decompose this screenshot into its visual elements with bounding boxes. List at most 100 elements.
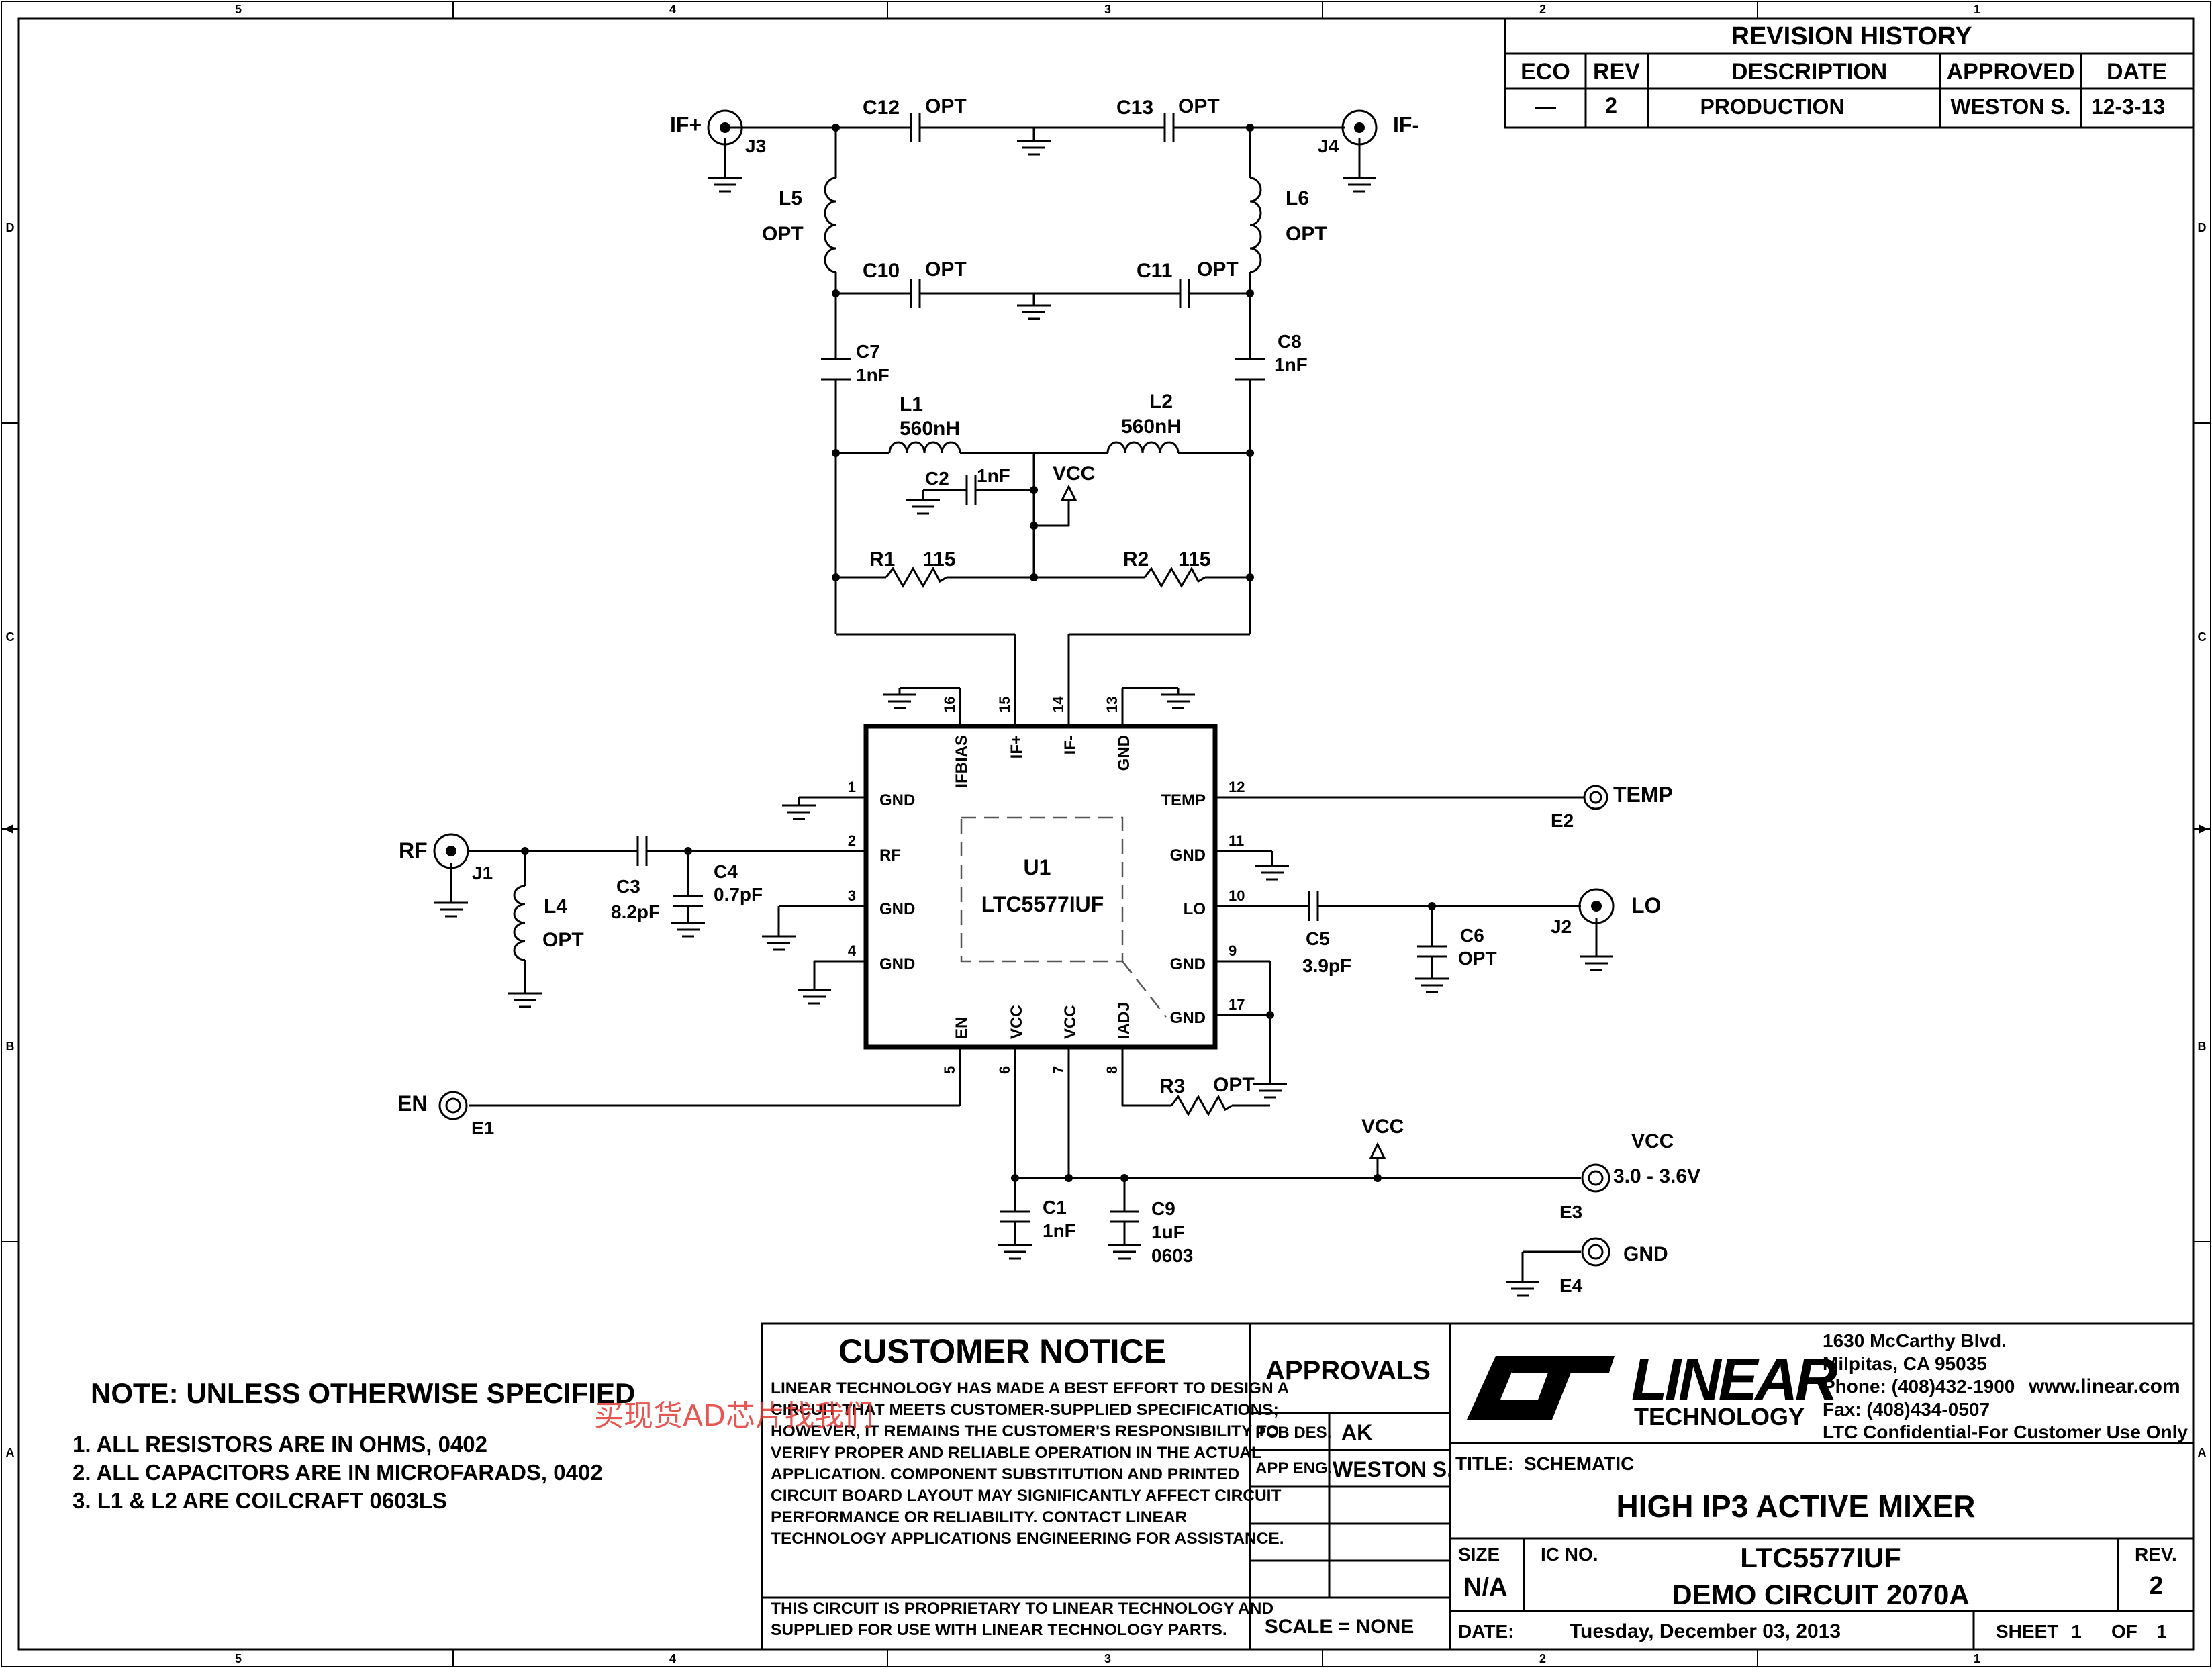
r3-value: OPT	[1213, 1074, 1255, 1096]
r1-value: 115	[923, 548, 955, 571]
frame-row-label: A	[2198, 1446, 2207, 1459]
e1-net-label: EN	[397, 1091, 427, 1116]
company-address-1: 1630 McCarthy Blvd.	[1823, 1330, 2007, 1351]
proprietary-line: THIS CIRCUIT IS PROPRIETARY TO LINEAR TE…	[771, 1600, 1273, 1618]
proprietary-line: SUPPLIED FOR USE WITH LINEAR TECHNOLOGY …	[771, 1621, 1227, 1639]
j1-ref: J1	[472, 863, 493, 883]
c9-package: 0603	[1151, 1245, 1193, 1266]
of-value: 1	[2156, 1621, 2167, 1642]
company-phone: Phone: (408)432-1900	[1823, 1376, 2015, 1397]
j3-ref: J3	[745, 136, 766, 156]
c7-value: 1nF	[856, 364, 889, 385]
j1-net-label: RF	[399, 838, 428, 863]
j4-ref: J4	[1318, 136, 1339, 156]
approvals-pcb-value: AK	[1341, 1420, 1372, 1444]
l2-value: 560nH	[1121, 415, 1182, 438]
title-value: SCHEMATIC	[1524, 1453, 1634, 1474]
approvals-pcb-label: PCB DES.	[1255, 1424, 1331, 1442]
pin-name: GND	[1170, 955, 1206, 973]
c13-ref: C13	[1116, 97, 1153, 119]
schematic-subtitle: HIGH IP3 ACTIVE MIXER	[1616, 1489, 1975, 1524]
frame-col-label: 2	[1539, 1652, 1546, 1665]
pin-number: 3	[848, 887, 856, 904]
c11-value: OPT	[1197, 258, 1239, 281]
frame-col-label: 4	[669, 3, 676, 16]
rev-header-date: DATE	[2107, 59, 2167, 85]
notes-block: NOTE: UNLESS OTHERWISE SPECIFIED 1. ALL …	[73, 1377, 635, 1513]
pin-name: GND	[879, 955, 915, 973]
rev-cell-description: PRODUCTION	[1700, 95, 1844, 119]
c13-value: OPT	[1178, 95, 1220, 117]
rev-header-approved: APPROVED	[1947, 59, 2075, 85]
frame-row-label: C	[2198, 630, 2207, 644]
logo-subtitle: TECHNOLOGY	[1634, 1403, 1805, 1430]
pin-number: 16	[941, 697, 958, 713]
frame-col-label: 3	[1104, 3, 1111, 16]
c2-value: 1nF	[977, 465, 1010, 486]
note-item: 3. L1 & L2 ARE COILCRAFT 0603LS	[73, 1488, 447, 1513]
vcc-label-upper: VCC	[1053, 462, 1095, 485]
pin-number: 14	[1050, 696, 1067, 713]
circuit-wires	[450, 126, 1598, 1282]
u1-ref: U1	[1024, 855, 1051, 879]
pin-number: 2	[848, 832, 856, 849]
component-labels: C12 OPT C13 OPT C10 OPT C11 OPT L5 OPT L…	[542, 95, 1497, 1266]
e1-ref: E1	[471, 1118, 494, 1138]
pin-name: GND	[1170, 1009, 1206, 1027]
of-label: OF	[2111, 1621, 2137, 1642]
c3-ref: C3	[616, 876, 640, 897]
rev-cell-eco: —	[1535, 95, 1556, 119]
rev-cell-date: 12-3-13	[2091, 95, 2165, 119]
e3-range: 3.0 - 3.6V	[1613, 1165, 1700, 1187]
frame-col-label: 2	[1539, 3, 1546, 16]
pin-name: IF-	[1061, 735, 1079, 754]
frame-col-label: 1	[1974, 3, 1980, 16]
c5-ref: C5	[1306, 928, 1330, 949]
pin-number: 4	[848, 942, 857, 959]
e3-ref: E3	[1559, 1201, 1582, 1222]
customer-notice-title: CUSTOMER NOTICE	[838, 1332, 1166, 1370]
connector-symbols	[433, 109, 1615, 1267]
pin-name: IADJ	[1115, 1002, 1133, 1039]
rev-header-rev: REV	[1593, 59, 1640, 85]
ic-no-label: IC NO.	[1541, 1544, 1598, 1565]
customer-notice-line: CIRCUIT BOARD LAYOUT MAY SIGNIFICANTLY A…	[771, 1487, 1281, 1505]
ground-symbols	[434, 140, 1613, 1297]
rev-header-description: DESCRIPTION	[1731, 59, 1887, 85]
pin-name: IF+	[1008, 735, 1026, 758]
pin-name: EN	[953, 1017, 971, 1039]
pin-number: 5	[941, 1066, 958, 1074]
l2-ref: L2	[1149, 391, 1173, 413]
note-item: 2. ALL CAPACITORS ARE IN MICROFARADS, 04…	[73, 1460, 603, 1485]
pin-name: VCC	[1061, 1005, 1079, 1039]
ic-no-value: LTC5577IUF	[1740, 1542, 1901, 1573]
l1-ref: L1	[900, 393, 923, 415]
frame-col-label: 1	[1974, 1652, 1980, 1665]
pin-number: 9	[1229, 942, 1237, 959]
linear-technology-logo: LINEAR TECHNOLOGY	[1467, 1346, 1840, 1430]
pin-name: GND	[879, 900, 915, 918]
rev-cell-approved: WESTON S.	[1951, 95, 2071, 119]
e4-ref: E4	[1559, 1275, 1583, 1296]
watermark-text: 买现货AD芯片找我们	[594, 1399, 873, 1433]
ic-u1: U1 LTC5577IUF GND RF GND GND TEMP GND LO…	[848, 696, 1245, 1074]
approvals-app-value: WESTON S.	[1333, 1457, 1453, 1481]
c12-ref: C12	[863, 97, 900, 119]
c7-ref: C7	[856, 341, 880, 362]
size-label: SIZE	[1458, 1544, 1500, 1565]
c10-value: OPT	[925, 258, 967, 281]
r2-ref: R2	[1123, 548, 1149, 571]
approvals-scale: SCALE = NONE	[1265, 1616, 1414, 1638]
connector-labels: IF+ J3 IF- J4 RF J1 LO J2 EN E1 TEMP E2 …	[397, 113, 1700, 1296]
frame-col-label: 4	[669, 1652, 676, 1665]
c8-value: 1nF	[1274, 354, 1308, 375]
frame-col-label: 5	[235, 1652, 242, 1665]
pin-number: 8	[1104, 1066, 1120, 1074]
resistor-symbols	[885, 566, 1233, 1117]
rev-cell-rev: 2	[1605, 93, 1617, 117]
inductor-symbols	[513, 177, 1262, 961]
customer-notice-line: CIRCUIT THAT MEETS CUSTOMER-SUPPLIED SPE…	[771, 1401, 1279, 1419]
pin-name: RF	[879, 846, 901, 865]
frame-col-label: 3	[1104, 1652, 1111, 1665]
